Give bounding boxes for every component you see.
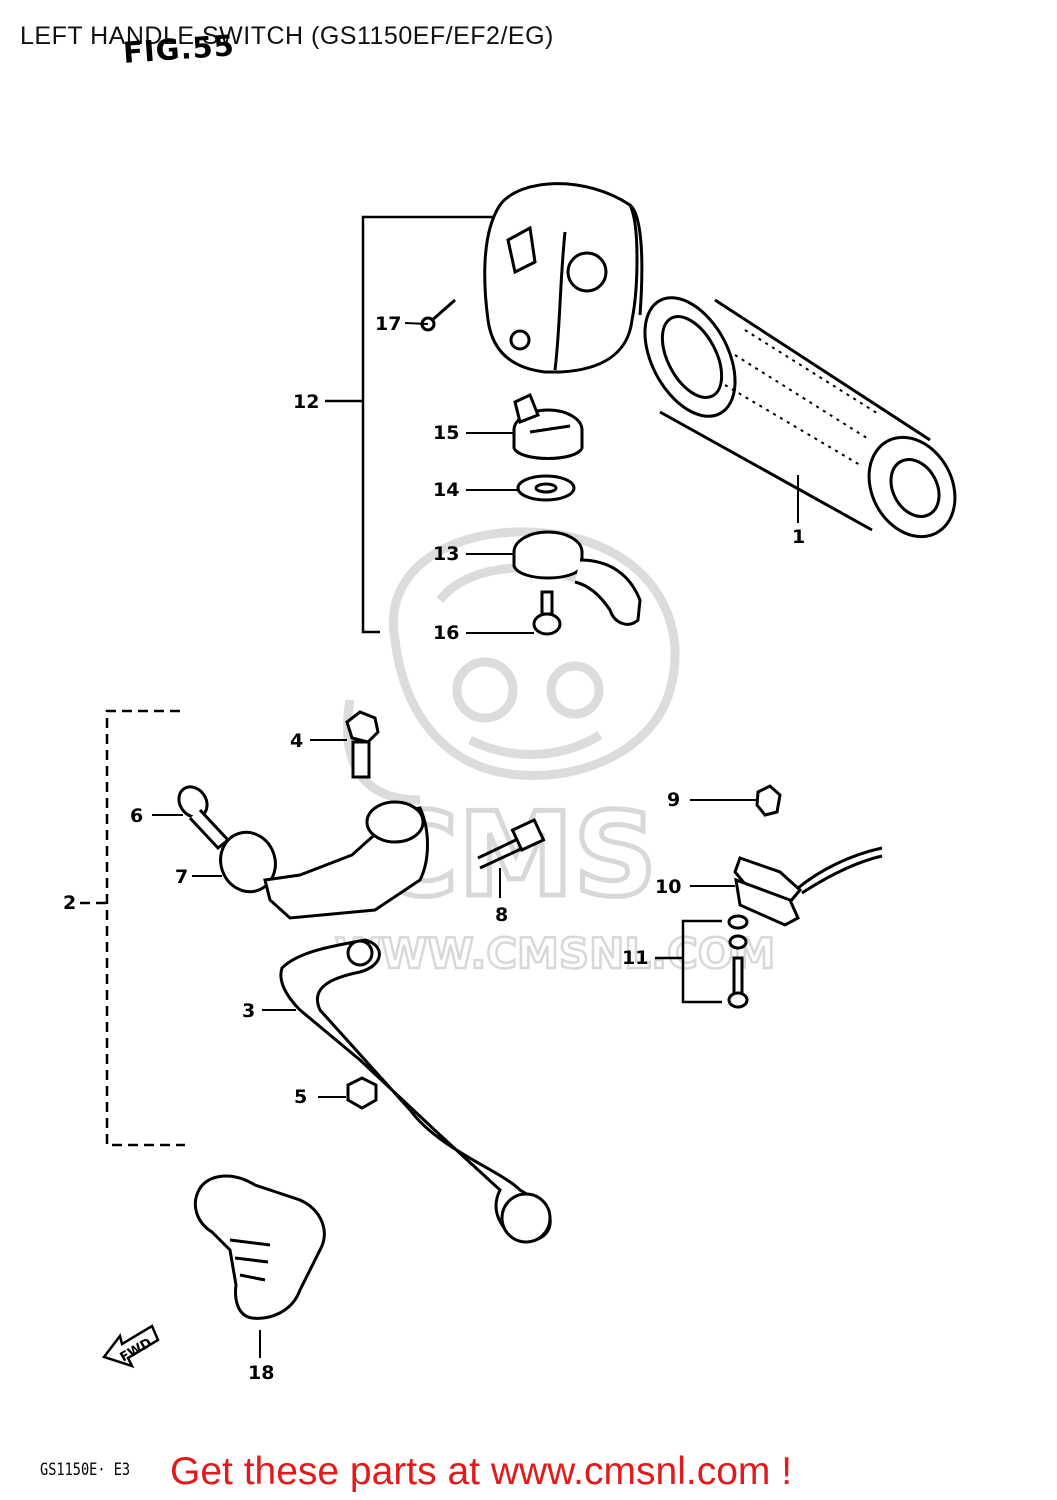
diagram-title: LEFT HANDLE SWITCH (GS1150EF/EF2/EG): [20, 22, 554, 50]
watermark: CMS WWW.CMSNL.COM: [333, 527, 777, 979]
switch-knob-part: [512, 392, 584, 460]
watermark-mascot: [343, 527, 680, 805]
screw-part-17: [420, 298, 456, 332]
callout-13: 13: [433, 543, 459, 565]
bolt-part-16: [532, 590, 562, 636]
callout-15: 15: [433, 422, 459, 444]
callout-11: 11: [622, 947, 648, 969]
bolt-part-4: [345, 710, 380, 779]
watermark-url: WWW.CMSNL.COM: [335, 929, 776, 978]
group-bracket-12: [325, 215, 495, 634]
leader-lines: [152, 322, 799, 1358]
callout-12: 12: [293, 391, 319, 413]
bolt-part-8: [477, 817, 546, 870]
forward-arrow-icon: FWD: [101, 1324, 160, 1369]
promo-link[interactable]: Get these parts at www.cmsnl.com !: [170, 1450, 793, 1493]
clutch-lever-part: [279, 938, 552, 1244]
switch-lever-part: [512, 530, 642, 626]
callout-7: 7: [175, 866, 188, 888]
callout-5: 5: [294, 1086, 307, 1108]
callout-17: 17: [375, 313, 401, 335]
callout-18: 18: [248, 1362, 274, 1384]
switch-clamp-part-10: [733, 846, 883, 927]
callout-4: 4: [290, 730, 303, 752]
callout-14: 14: [433, 479, 459, 501]
callout-16: 16: [433, 622, 459, 644]
callout-2: 2: [63, 892, 76, 914]
callout-labels: 1 2 3 4 5 6 7 8 9 10 11 12 13 14 15 16 1…: [63, 313, 805, 1384]
callout-8: 8: [495, 904, 508, 926]
callout-1: 1: [792, 526, 805, 548]
handle-grip-part: [643, 296, 957, 539]
screw-set-part-11: [727, 914, 749, 1009]
nut-part-5: [346, 1076, 378, 1110]
pivot-bolt-part-6: [177, 785, 231, 851]
model-code: GS1150E· E3: [40, 1460, 131, 1480]
callout-6: 6: [130, 805, 143, 827]
callout-9: 9: [667, 789, 680, 811]
callout-3: 3: [242, 1000, 255, 1022]
callout-10: 10: [655, 876, 681, 898]
lever-cover-part: [193, 1174, 326, 1320]
lever-bracket-part: [219, 800, 429, 920]
washer-part: [516, 474, 576, 502]
cap-part-9: [755, 784, 782, 817]
switch-housing-part: [483, 182, 644, 374]
group-bracket-11: [655, 919, 722, 1004]
group-bracket-2: [80, 709, 185, 1147]
